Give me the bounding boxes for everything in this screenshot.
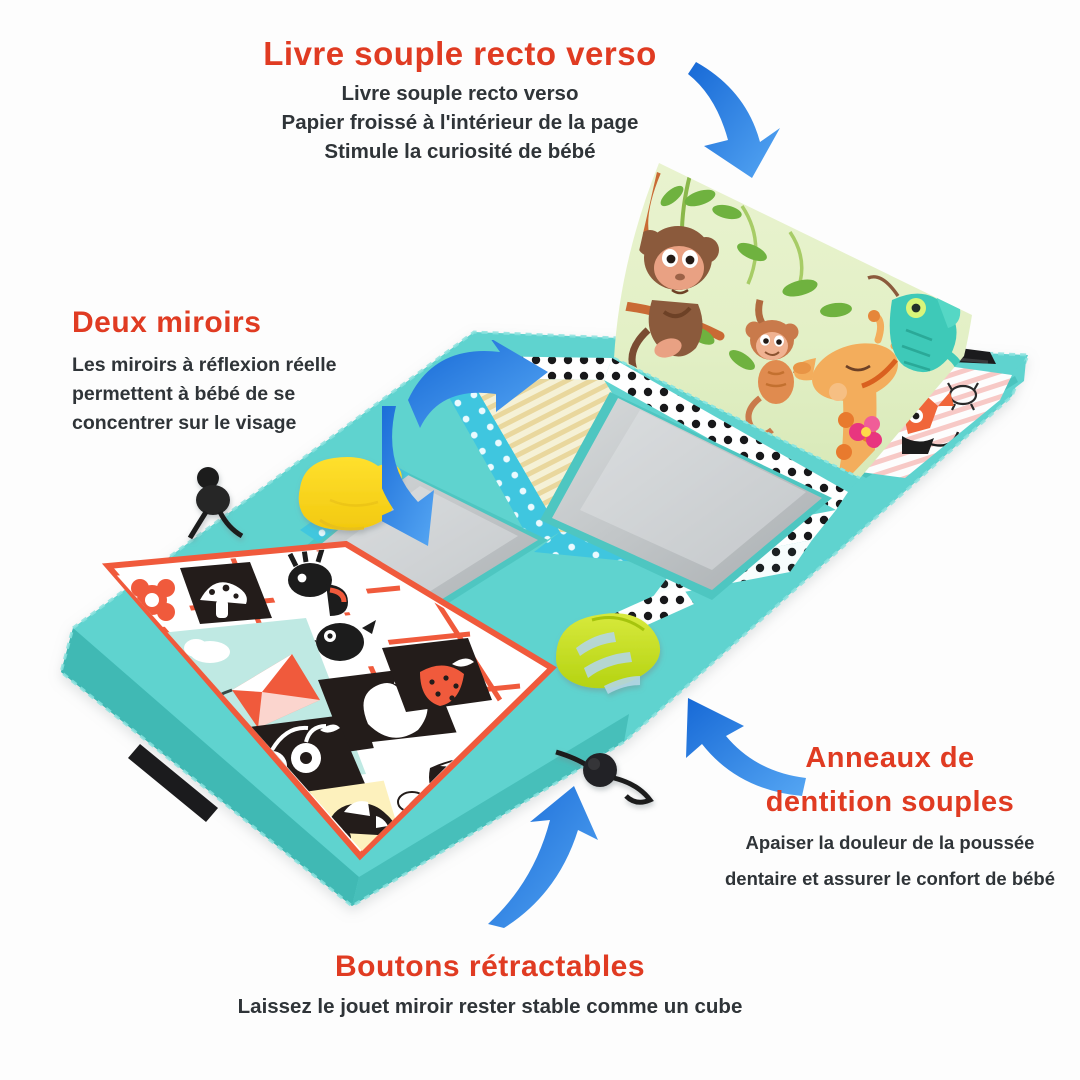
tile-mushroom	[180, 562, 272, 624]
feature-buttons-title: Boutons rétractables	[334, 950, 646, 983]
toggle-left[interactable]	[187, 467, 244, 540]
feature-mirrors: Deux miroirs Les miroirs à réflexion rée…	[72, 306, 372, 438]
feature-mirrors-line1: Les miroirs à réflexion réelle	[72, 353, 337, 376]
feature-teether-title-line2: dentition souples	[765, 785, 1015, 818]
arrow-to-book-page	[688, 62, 780, 178]
feature-book-line2: Papier froissé à l'intérieur de la page	[281, 111, 639, 135]
feature-book: Livre souple recto verso Livre souple re…	[0, 35, 920, 166]
feature-mirrors-line3: concentrer sur le visage	[72, 412, 297, 435]
feature-book-line1: Livre souple recto verso	[341, 81, 579, 105]
feature-teether-title-line1: Anneaux de	[805, 742, 975, 774]
feature-mirrors-title: Deux miroirs	[72, 306, 262, 339]
toggle-bottom[interactable]	[555, 749, 654, 805]
arrow-to-mirror-lower	[382, 406, 434, 546]
feature-book-line3: Stimule la curiosité de bébé	[324, 140, 596, 164]
feature-teether-line1: Apaiser la douleur de la poussée	[745, 832, 1035, 854]
feature-teether-line2: dentaire et assurer le confort de bébé	[724, 868, 1056, 890]
jungle-page	[604, 163, 972, 492]
tile-zebra	[256, 548, 374, 618]
tile-strawberry	[382, 638, 492, 712]
arrow-to-mirror-upper	[408, 340, 548, 428]
feature-buttons-line1: Laissez le jouet miroir rester stable co…	[237, 994, 743, 1018]
feature-buttons: Boutons rétractables Laissez le jouet mi…	[170, 950, 810, 1021]
feature-teether: Anneaux de dentition souples Apaiser la …	[700, 740, 1080, 893]
feature-mirrors-line2: permettent à bébé de se	[72, 382, 296, 405]
teether-green[interactable]	[556, 613, 661, 694]
handle-strap[interactable]	[128, 744, 218, 822]
arrow-to-teether	[686, 698, 806, 796]
feature-book-title: Livre souple recto verso	[263, 35, 657, 72]
mirror-right	[540, 392, 832, 600]
arrow-to-button	[488, 786, 598, 928]
jungle-flower	[849, 416, 882, 448]
teether-yellow[interactable]	[298, 457, 402, 531]
